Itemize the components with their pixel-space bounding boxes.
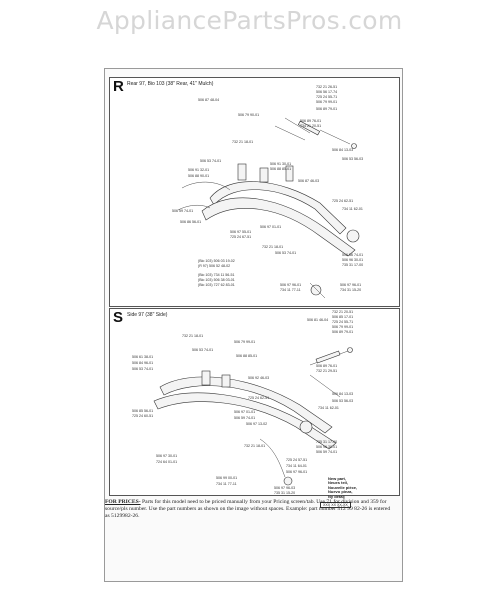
part-number-callout: 506 56 17-74	[316, 90, 337, 94]
legend-line: Ny detalj	[328, 493, 345, 499]
part-number-callout: (Bio 103) 506 03 19-02	[198, 259, 235, 263]
part-number-callout: 506 89 79-01	[332, 330, 353, 334]
new-part-legend: New part, Neues teil, Nouvelle pièce, Nu…	[328, 476, 388, 499]
part-number-callout: 732 21 18-01	[232, 140, 253, 144]
part-number-callout: 734 21 20-51	[300, 124, 321, 128]
part-number-callout: (Bio 103) 727 62 83-01	[198, 283, 235, 287]
section-r-rear: R Rear 97, Bio 103 (38" Rear, 41" Mulch)	[109, 77, 400, 307]
part-number-callout: 735 31 15-20	[274, 491, 295, 495]
legend-line: Nuevo pieza,	[328, 489, 353, 495]
part-number-callout: 506 97 96-03	[274, 486, 295, 490]
part-number-callout: 725 24 62-51	[332, 199, 353, 203]
part-number-callout: 506 81 46-04	[307, 318, 328, 322]
part-number-callout: 732 21 29-51	[316, 369, 337, 373]
part-number-callout: 732 21 18-01	[182, 334, 203, 338]
new-part-number-box: XXX XX XX-XX	[320, 502, 351, 508]
watermark-text: AppliancePartsPros.com	[96, 6, 403, 35]
part-number-callout: 506 97 96-01	[280, 283, 301, 287]
part-number-callout: 506 86 56-01	[180, 220, 201, 224]
side-linkage-drawing	[153, 347, 353, 486]
part-number-callout: 734 11 62-01	[342, 207, 363, 211]
part-number-callout: 506 97 96-01	[340, 283, 361, 287]
part-number-callout: 724 64 01-01	[156, 460, 177, 464]
part-number-callout: (R 97) 506 52 48-02	[198, 264, 230, 268]
legend-line: Nouvelle pièce,	[328, 484, 358, 490]
pricing-text: Parts for this model need to be priced m…	[105, 499, 391, 520]
part-number-callout: 506 84 96-01	[132, 361, 153, 365]
part-number-callout: 506 97 96-01	[286, 470, 307, 474]
part-number-callout: 506 89 76-01	[300, 119, 321, 123]
rear-linkage-drawing	[177, 117, 360, 299]
part-number-callout: 506 91 32-01	[188, 168, 209, 172]
part-number-callout: 506 87 48-04	[198, 98, 219, 102]
part-number-callout: 735 31 17-00	[342, 263, 363, 267]
part-number-callout: 506 89 76-01	[316, 364, 337, 368]
part-number-callout: 506 53 74-01	[200, 159, 221, 163]
part-number-callout: 506 84 13-03	[332, 392, 353, 396]
part-number-callout: 732 21 18-01	[244, 444, 265, 448]
part-number-callout: 506 97 13-02	[246, 422, 267, 426]
part-number-callout: 506 84 13-03	[332, 148, 353, 152]
part-number-callout: 506 96 30-01	[316, 445, 337, 449]
part-number-callout: 506 85 17-01	[332, 315, 353, 319]
part-number-callout: 734 11 62-01	[318, 406, 339, 410]
section-letter: R	[113, 78, 124, 95]
section-letter: S	[113, 309, 124, 326]
section-title: Side 97 (38" Side)	[127, 312, 168, 318]
part-number-callout: 506 79 99-01	[316, 100, 337, 104]
part-number-callout: (Bio 103) 734 11 56-51	[198, 273, 235, 277]
part-number-callout: 735 31 17-00	[316, 440, 337, 444]
part-number-callout: 506 53 74-01	[275, 251, 296, 255]
part-number-callout: 734 11 64-01	[286, 464, 307, 468]
part-number-callout: 506 53 74-01	[132, 367, 153, 371]
part-number-callout: (Bio 103) 506 38 03-01	[198, 278, 235, 282]
pricing-heading: FOR PRICES-	[105, 499, 141, 505]
part-number-callout: 734 31 15-20	[340, 288, 361, 292]
part-number-callout: 506 59 74-01	[234, 416, 255, 420]
part-number-callout: 732 21 20-51	[332, 310, 353, 314]
part-number-callout: 506 99 00-01	[216, 476, 237, 480]
part-number-callout: 506 97 30-01	[156, 454, 177, 458]
part-number-callout: 506 53 56-03	[332, 399, 353, 403]
part-number-callout: 725 24 55-71	[332, 320, 353, 324]
part-number-callout: 506 53 56-03	[342, 157, 363, 161]
part-number-callout: 725 24 60-51	[132, 414, 153, 418]
part-number-callout: 506 92 46-03	[248, 376, 269, 380]
part-number-callout: 506 85 56-01	[132, 409, 153, 413]
part-number-callout: 506 88 85-01	[270, 167, 291, 171]
part-number-callout: 725 24 67-51	[230, 235, 251, 239]
part-number-callout: 734 11 77-11	[280, 288, 301, 292]
part-number-callout: 506 59 74-01	[172, 209, 193, 213]
part-number-callout: 506 61 38-01	[132, 355, 153, 359]
part-number-callout: 506 97 01-01	[234, 410, 255, 414]
part-number-callout: 734 11 77-11	[216, 482, 237, 486]
part-number-callout: 506 88 90-01	[188, 174, 209, 178]
part-number-callout: 506 97 55-01	[230, 230, 251, 234]
part-number-callout: 506 96 30-01	[342, 258, 363, 262]
part-number-callout: 506 79 90-01	[238, 113, 259, 117]
part-number-callout: 725 24 57-51	[286, 458, 307, 462]
part-number-callout: 732 21 18-01	[262, 245, 283, 249]
section-title: Rear 97, Bio 103 (38" Rear, 41" Mulch)	[127, 81, 214, 87]
part-number-callout: 506 91 30-01	[270, 162, 291, 166]
part-number-callout: 506 53 74-01	[192, 348, 213, 352]
pricing-note: FOR PRICES- Parts for this model need to…	[105, 499, 395, 521]
part-number-callout: 506 79 99-01	[234, 340, 255, 344]
part-number-callout: 725 24 55-71	[316, 95, 337, 99]
part-number-callout: 506 79 99-01	[332, 325, 353, 329]
part-number-callout: 506 87 46-03	[298, 179, 319, 183]
part-number-callout: 506 97 01-01	[260, 225, 281, 229]
part-number-callout: 732 21 26-51	[316, 85, 337, 89]
part-number-callout: 725 24 62-51	[248, 396, 269, 400]
legend-line: New part,	[328, 476, 347, 481]
part-number-callout: 506 89 79-01	[316, 107, 337, 111]
legend-line: Neues teil,	[328, 480, 349, 486]
parts-diagram-sheet: R Rear 97, Bio 103 (38" Rear, 41" Mulch)	[104, 68, 403, 582]
part-number-callout: 506 59 74-01	[316, 450, 337, 454]
part-number-callout: 506 56 74-01	[342, 253, 363, 257]
part-number-callout: 506 88 85-01	[236, 354, 257, 358]
